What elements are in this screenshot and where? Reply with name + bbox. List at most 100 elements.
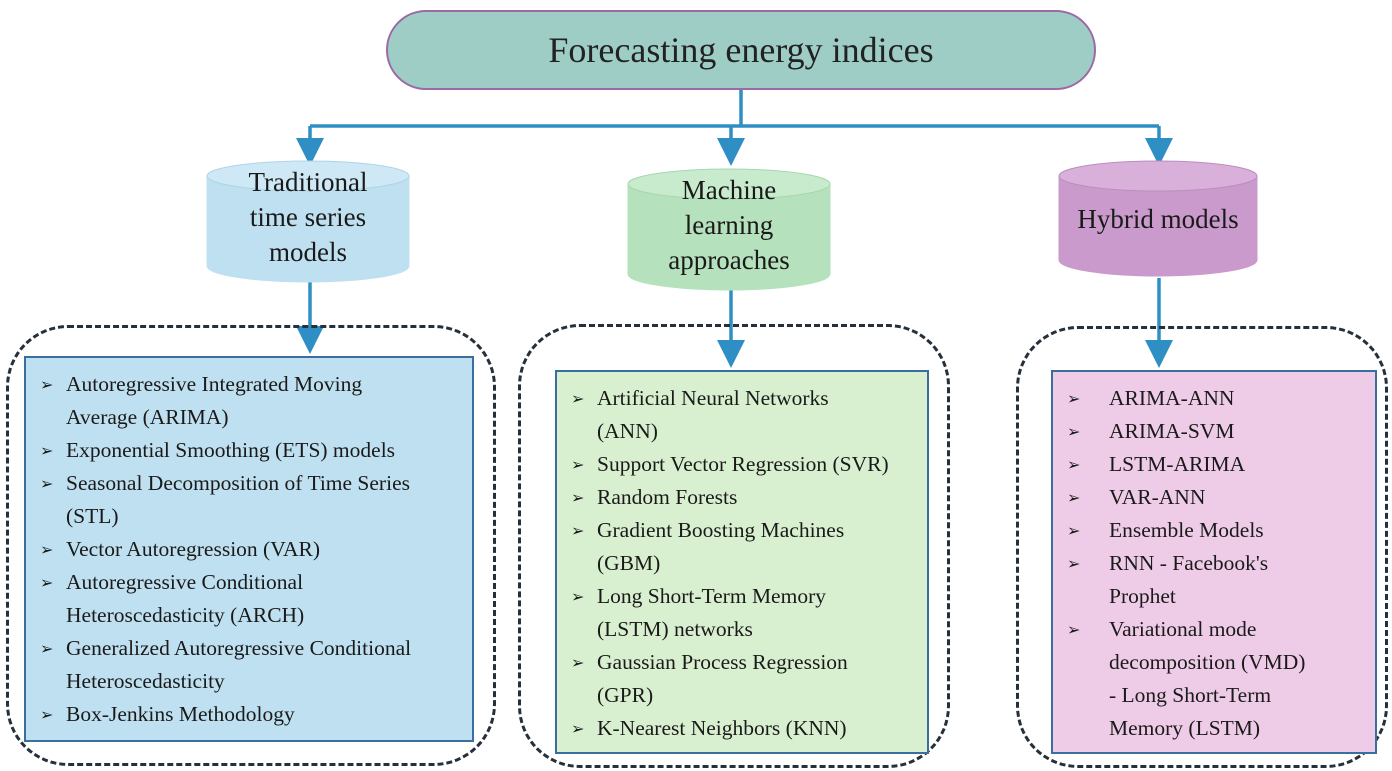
list-item-line: Random Forests: [597, 485, 738, 509]
dashed-outline-traditional: [6, 325, 496, 766]
list-item-line: (GBM): [597, 551, 661, 575]
arrow-bullet-icon: ➢: [1067, 455, 1081, 474]
list-item: ➢ Box-Jenkins Methodology: [40, 698, 464, 731]
list-item-line: Autoregressive Conditional: [66, 570, 304, 594]
arrow-bullet-icon: ➢: [571, 521, 585, 540]
cylinder-traditional-shape: [206, 160, 410, 283]
arrow-bullet-icon: ➢: [40, 441, 54, 460]
list-ml: ➢ Artificial Neural Networks (ANN) ➢ Support…: [571, 382, 919, 745]
list-item-line: Memory (LSTM): [1109, 716, 1261, 740]
arrow-bullet-icon: ➢: [40, 639, 54, 658]
arrow-bullet-icon: ➢: [40, 573, 54, 592]
list-item-line: RNN - Facebook's: [1109, 551, 1269, 575]
arrow-bullet-icon: ➢: [571, 389, 585, 408]
arrow-bullet-icon: ➢: [571, 653, 585, 672]
cylinder-ml-shape: [627, 168, 831, 291]
arrow-bullet-icon: ➢: [40, 705, 54, 724]
list-item-line: Prophet: [1109, 584, 1176, 608]
arrow-bullet-icon: ➢: [1067, 620, 1081, 639]
arrow-bullet-icon: ➢: [1067, 422, 1081, 441]
cylinder-hybrid-label: Hybrid models: [1058, 202, 1258, 237]
cylinder-traditional-line: models: [269, 237, 347, 267]
list-item: ➢ Seasonal Decomposition of Time Series (S…: [40, 467, 464, 533]
dashed-outline-hybrid: [1016, 326, 1388, 768]
list-item-line: LSTM-ARIMA: [1109, 452, 1246, 476]
list-item-line: (ANN): [597, 419, 658, 443]
cylinder-ml-line: learning: [684, 210, 774, 240]
list-item-line: ARIMA-ANN: [1109, 386, 1235, 410]
title-text: Forecasting energy indices: [548, 30, 934, 70]
list-item-line: Support Vector Regression (SVR): [597, 452, 889, 476]
list-item-line: (LSTM) networks: [597, 617, 753, 641]
list-item-line: Gaussian Process Regression: [597, 650, 848, 674]
list-item: ➢ LSTM-ARIMA: [1067, 448, 1367, 481]
arrow-bullet-icon: ➢: [1067, 554, 1081, 573]
list-item: ➢ Support Vector Regression (SVR): [571, 448, 919, 481]
list-item: ➢Long Short-Term Memory(LSTM) networks: [571, 580, 919, 646]
list-item-line: ARIMA-SVM: [1109, 419, 1235, 443]
list-item-line: VAR-ANN: [1109, 485, 1206, 509]
list-item-line: Box-Jenkins Methodology: [66, 702, 295, 726]
cylinder-traditional: Traditional time series models: [206, 160, 410, 284]
list-item: ➢ K-Nearest Neighbors (KNN): [571, 712, 919, 745]
cylinder-traditional-line: Traditional: [248, 167, 368, 197]
arrow-bullet-icon: ➢: [1067, 521, 1081, 540]
list-item: ➢ Artificial Neural Networks (ANN): [571, 382, 919, 448]
list-hybrid: ➢ARIMA-ANN➢ARIMA-SVM➢LSTM-ARIMA➢VAR-ANN➢…: [1067, 382, 1367, 745]
cylinder-ml-line: Machine: [681, 175, 777, 205]
cylinder-traditional-line: time series: [249, 202, 367, 232]
list-item: ➢Random Forests: [571, 481, 919, 514]
list-item: ➢ ARIMA-SVM: [1067, 415, 1367, 448]
list-item-line: (STL): [66, 504, 119, 528]
cylinder-hybrid-shape: [1058, 160, 1258, 277]
cylinder-hybrid-line: Hybrid models: [1077, 204, 1239, 234]
list-item-line: Variational mode: [1109, 617, 1257, 641]
arrow-bullet-icon: ➢: [1067, 488, 1081, 507]
panel-ml: ➢ Artificial Neural Networks (ANN) ➢ Support…: [555, 370, 929, 754]
arrow-bullet-icon: ➢: [571, 719, 585, 738]
list-item-line: Vector Autoregression (VAR): [66, 537, 320, 561]
dashed-outline-ml: [518, 324, 950, 768]
list-item-line: Ensemble Models: [1109, 518, 1264, 542]
list-item-line: Gradient Boosting Machines: [597, 518, 845, 542]
list-item-line: - Long Short-Term: [1109, 683, 1272, 707]
arrow-bullet-icon: ➢: [1067, 389, 1081, 408]
list-item-line: Seasonal Decomposition of Time Series: [66, 471, 410, 495]
list-item: ➢ Gaussian Process Regression (GPR): [571, 646, 919, 712]
cylinder-ml-line: approaches: [668, 245, 790, 275]
list-item: ➢ Vector Autoregression (VAR): [40, 533, 464, 566]
list-item-line: Heteroscedasticity (ARCH): [66, 603, 305, 627]
list-item: ➢ Exponential Smoothing (ETS) models: [40, 434, 464, 467]
arrow-bullet-icon: ➢: [571, 455, 585, 474]
title-box: Forecasting energy indices: [386, 10, 1096, 90]
list-item-line: Average (ARIMA): [66, 405, 229, 429]
list-item: ➢ VAR-ANN: [1067, 481, 1367, 514]
list-item-line: (GPR): [597, 683, 654, 707]
arrow-bullet-icon: ➢: [40, 474, 54, 493]
list-item-line: Exponential Smoothing (ETS) models: [66, 438, 396, 462]
cylinder-ml: Machine learning approaches: [627, 168, 831, 292]
panel-hybrid: ➢ARIMA-ANN➢ARIMA-SVM➢LSTM-ARIMA➢VAR-ANN➢…: [1051, 370, 1377, 754]
cylinder-ml-label: Machine learning approaches: [627, 173, 831, 278]
list-item-line: Generalized Autoregressive Conditional: [66, 636, 412, 660]
list-item-line: Autoregressive Integrated Moving: [66, 372, 363, 396]
arrow-bullet-icon: ➢: [40, 540, 54, 559]
list-item: ➢ ARIMA-ANN: [1067, 382, 1367, 415]
cylinder-traditional-label: Traditional time series models: [206, 165, 410, 270]
list-item-line: Artificial Neural Networks: [597, 386, 829, 410]
arrow-bullet-icon: ➢: [40, 375, 54, 394]
cylinder-hybrid: Hybrid models: [1058, 160, 1258, 278]
list-item-line: Heteroscedasticity: [66, 669, 225, 693]
list-item: ➢ Ensemble Models: [1067, 514, 1367, 547]
list-item-line: K-Nearest Neighbors (KNN): [597, 716, 847, 740]
arrow-bullet-icon: ➢: [571, 587, 585, 606]
list-item: ➢ Gradient Boosting Machines (GBM): [571, 514, 919, 580]
